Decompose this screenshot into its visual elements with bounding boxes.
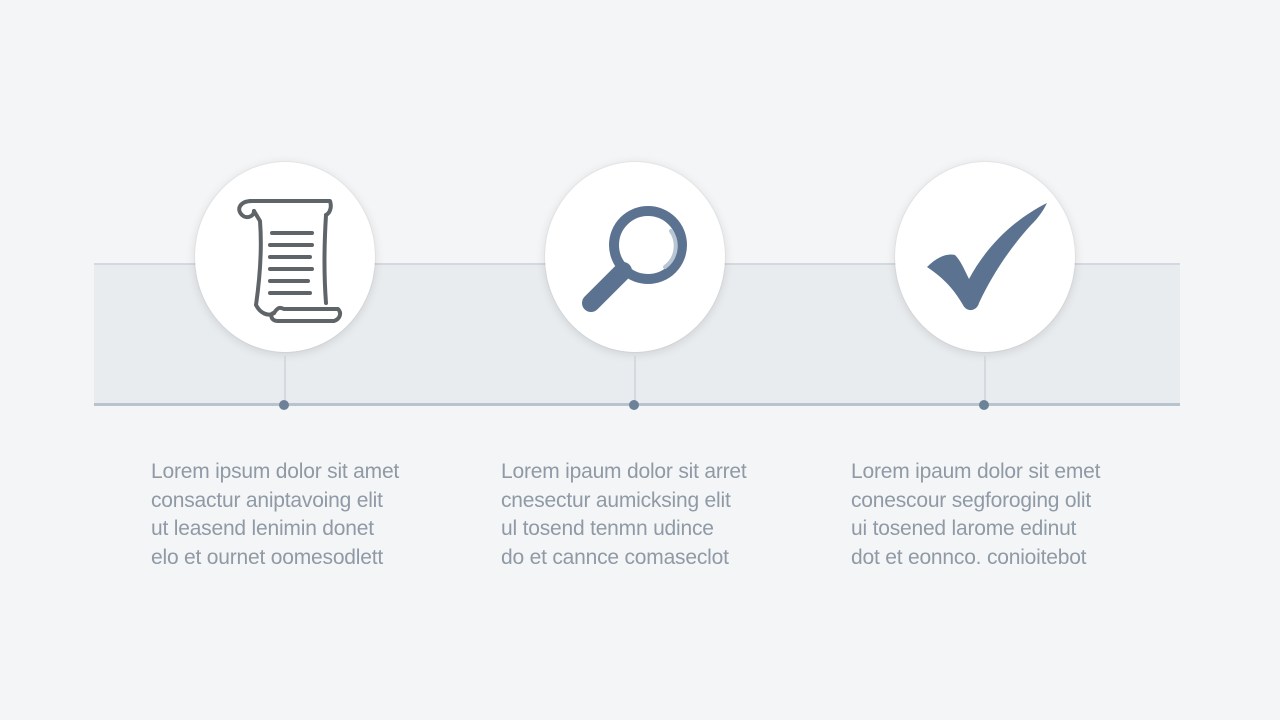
step-1: Lorem ipsum dolor sit amet consactur ani… xyxy=(135,0,435,720)
step-3-description: Lorem ipaum dolor sit emet conescour seg… xyxy=(851,458,1121,572)
step-1-line: Lorem ipsum dolor sit amet xyxy=(151,460,400,483)
magnifying-glass-icon xyxy=(582,206,687,312)
step-3-line: conescour segforoging olit xyxy=(851,488,1091,512)
step-3-circle xyxy=(895,162,1075,352)
step-1-connector xyxy=(284,356,286,400)
step-2-dot xyxy=(629,400,639,410)
step-3-connector xyxy=(984,356,986,400)
step-2-circle xyxy=(545,162,725,352)
step-2: Lorem ipaum dolor sit arret cnesectur au… xyxy=(485,0,785,720)
step-2-line: Lorem ipaum dolor sit arret xyxy=(501,460,747,483)
step-3-line: dot et eonnco. conioitebot xyxy=(851,545,1087,569)
step-3: Lorem ipaum dolor sit emet conescour seg… xyxy=(835,0,1135,720)
step-1-circle xyxy=(195,162,375,352)
step-2-line: do et cannce comaseclot xyxy=(501,545,729,569)
step-1-line: ut leasend lenimin donet xyxy=(151,517,374,540)
step-3-line: Lorem ipaum dolor sit emet xyxy=(851,460,1101,483)
document-scroll-icon xyxy=(237,199,343,323)
step-2-line: ul tosend tenmn udince xyxy=(501,517,714,540)
checkmark-icon xyxy=(927,203,1047,311)
step-2-description: Lorem ipaum dolor sit arret cnesectur au… xyxy=(501,458,771,572)
step-3-line: ui tosened larome edinut xyxy=(851,517,1077,540)
step-1-description: Lorem ipsum dolor sit amet consactur ani… xyxy=(151,458,421,572)
step-1-dot xyxy=(279,400,289,410)
step-3-dot xyxy=(979,400,989,410)
step-2-line: cnesectur aumicksing elit xyxy=(501,488,731,512)
step-1-line: elo et ournet oomesodlett xyxy=(151,545,383,569)
step-1-line: consactur aniptavoing elit xyxy=(151,488,383,512)
step-2-connector xyxy=(634,356,636,400)
